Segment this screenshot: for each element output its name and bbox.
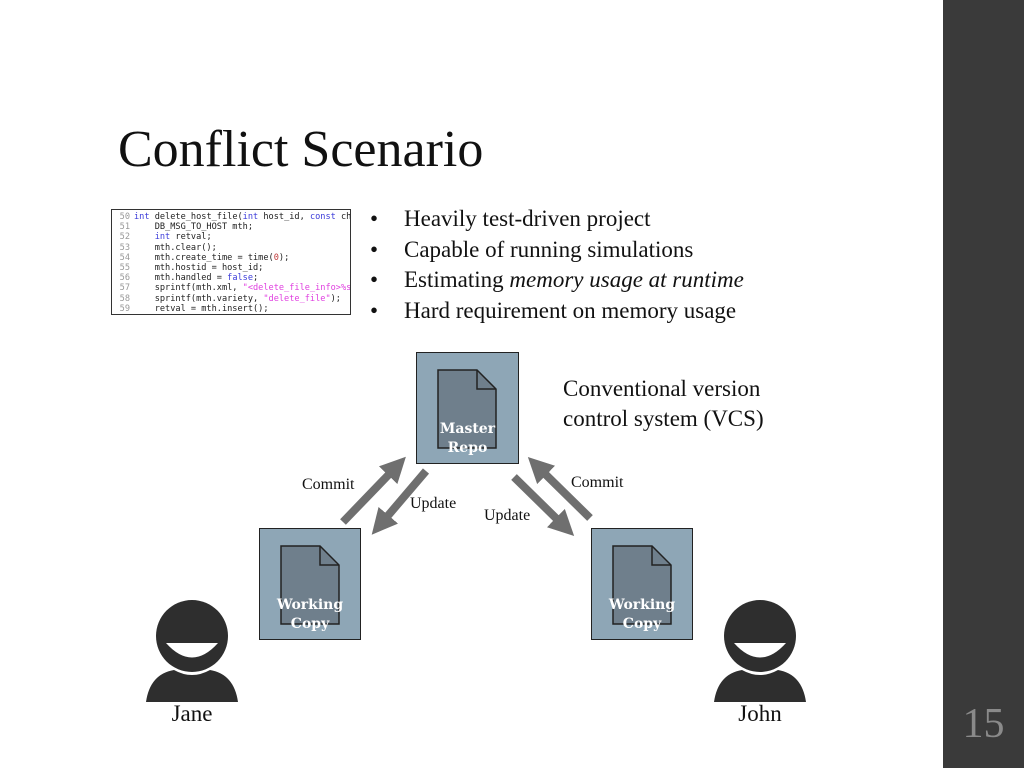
code-line: 50 int delete_host_file(int host_id, cons… — [112, 212, 350, 222]
code-line: 58 sprintf(mth.variety, "delete_file"); — [112, 294, 350, 304]
code-line: 55 mth.hostid = host_id; — [112, 263, 350, 273]
vcs-caption-line2: control system (VCS) — [563, 406, 764, 431]
person-icon — [714, 600, 806, 702]
code-line-number: 55 — [119, 262, 130, 273]
code-line-text: sprintf(mth.xml, "<delete_file_info>%s — [134, 283, 351, 294]
code-line: 57 sprintf(mth.xml, "<delete_file_info>%… — [112, 283, 350, 293]
code-line-number: 57 — [119, 283, 130, 294]
master-repo-box: Master Repo — [416, 352, 519, 464]
document-icon — [612, 545, 672, 625]
master-repo-label: Master Repo — [417, 420, 518, 458]
page-number: 15 — [962, 701, 1005, 747]
right-working-copy-label-line2: Copy — [622, 616, 662, 632]
code-line-text: DB_MSG_TO_HOST mth; — [134, 222, 253, 233]
bullet-item: • Heavily test-driven project — [370, 204, 744, 235]
bullet-marker: • — [370, 267, 379, 292]
code-line: 59 retval = mth.insert(); — [112, 304, 350, 314]
master-repo-label-line1: Master — [439, 421, 496, 437]
right-commit-arrow-icon — [527, 457, 593, 521]
right-working-copy-label-line1: Working — [608, 597, 676, 613]
code-line-number: 59 — [119, 303, 130, 314]
person-icon — [146, 600, 238, 702]
bullet-item: • Hard requirement on memory usage — [370, 296, 744, 327]
left-commit-label: Commit — [302, 476, 355, 493]
bullet-marker: • — [370, 297, 379, 323]
vcs-caption: Conventional version control system (VCS… — [563, 374, 764, 434]
code-line-text: mth.create_time = time(0); — [134, 252, 290, 263]
code-line-text: mth.hostid = host_id; — [134, 262, 264, 273]
document-icon — [280, 545, 340, 625]
code-line: 56 mth.handled = false; — [112, 273, 350, 283]
code-line-number: 51 — [119, 222, 130, 233]
left-commit-arrow-icon — [340, 456, 406, 525]
left-working-copy-box: Working Copy — [259, 528, 361, 640]
left-working-copy-label: Working Copy — [260, 596, 360, 634]
left-working-copy-label-line2: Copy — [290, 616, 330, 632]
right-working-copy-label: Working Copy — [592, 596, 692, 634]
left-update-arrow-icon — [371, 468, 430, 535]
bullet-item: • Estimating memory usage at runtime — [370, 265, 744, 296]
master-repo-label-line2: Repo — [447, 440, 488, 456]
code-line-text: int retval; — [154, 232, 212, 243]
code-line-number: 53 — [119, 242, 130, 253]
code-line-number: 50 — [119, 212, 130, 222]
left-working-copy-label-line1: Working — [276, 597, 344, 613]
left-update-label: Update — [410, 495, 457, 512]
code-line-number: 54 — [119, 252, 130, 263]
right-commit-label: Commit — [571, 474, 624, 491]
code-line: 53 mth.clear(); — [112, 243, 350, 253]
bullet-text: Capable of running simulations — [404, 236, 694, 262]
code-snippet: 50 int delete_host_file(int host_id, cons… — [111, 209, 351, 315]
code-line-number: 58 — [119, 293, 130, 304]
person-name-jane: Jane — [171, 701, 213, 726]
slide-title: Conflict Scenario — [118, 121, 484, 178]
code-line: 51 DB_MSG_TO_HOST mth; — [112, 222, 350, 232]
code-line: 54 mth.create_time = time(0); — [112, 253, 350, 263]
bullet-text: Hard requirement on memory usage — [404, 297, 737, 323]
code-line: 52 int retval; — [112, 232, 350, 242]
bullet-text: Estimating — [404, 267, 510, 292]
code-line-text: int delete_host_file(int host_id, const … — [134, 212, 351, 222]
code-line-number: 56 — [119, 273, 130, 284]
vcs-caption-line1: Conventional version — [563, 376, 761, 401]
document-icon — [437, 369, 497, 449]
person-name-john: John — [738, 701, 782, 726]
code-line-text: retval = mth.insert(); — [134, 303, 269, 314]
bullet-marker: • — [370, 206, 379, 231]
bullet-marker: • — [370, 236, 379, 262]
right-update-label: Update — [484, 507, 531, 524]
slide-sidebar — [943, 0, 1024, 768]
right-working-copy-box: Working Copy — [591, 528, 693, 640]
bullet-item: • Capable of running simulations — [370, 235, 744, 266]
code-line-text: mth.clear(); — [134, 242, 217, 253]
code-line-number: 52 — [119, 232, 130, 243]
code-line-text: mth.handled = false; — [134, 273, 259, 284]
bullet-text: Heavily test-driven project — [404, 206, 651, 231]
bullet-list: • Heavily test-driven project • Capable of… — [370, 204, 744, 326]
bullet-emphasis: memory usage at runtime — [509, 267, 744, 292]
code-line-text: sprintf(mth.variety, "delete_file"); — [134, 293, 341, 304]
right-update-arrow-icon — [511, 474, 575, 536]
